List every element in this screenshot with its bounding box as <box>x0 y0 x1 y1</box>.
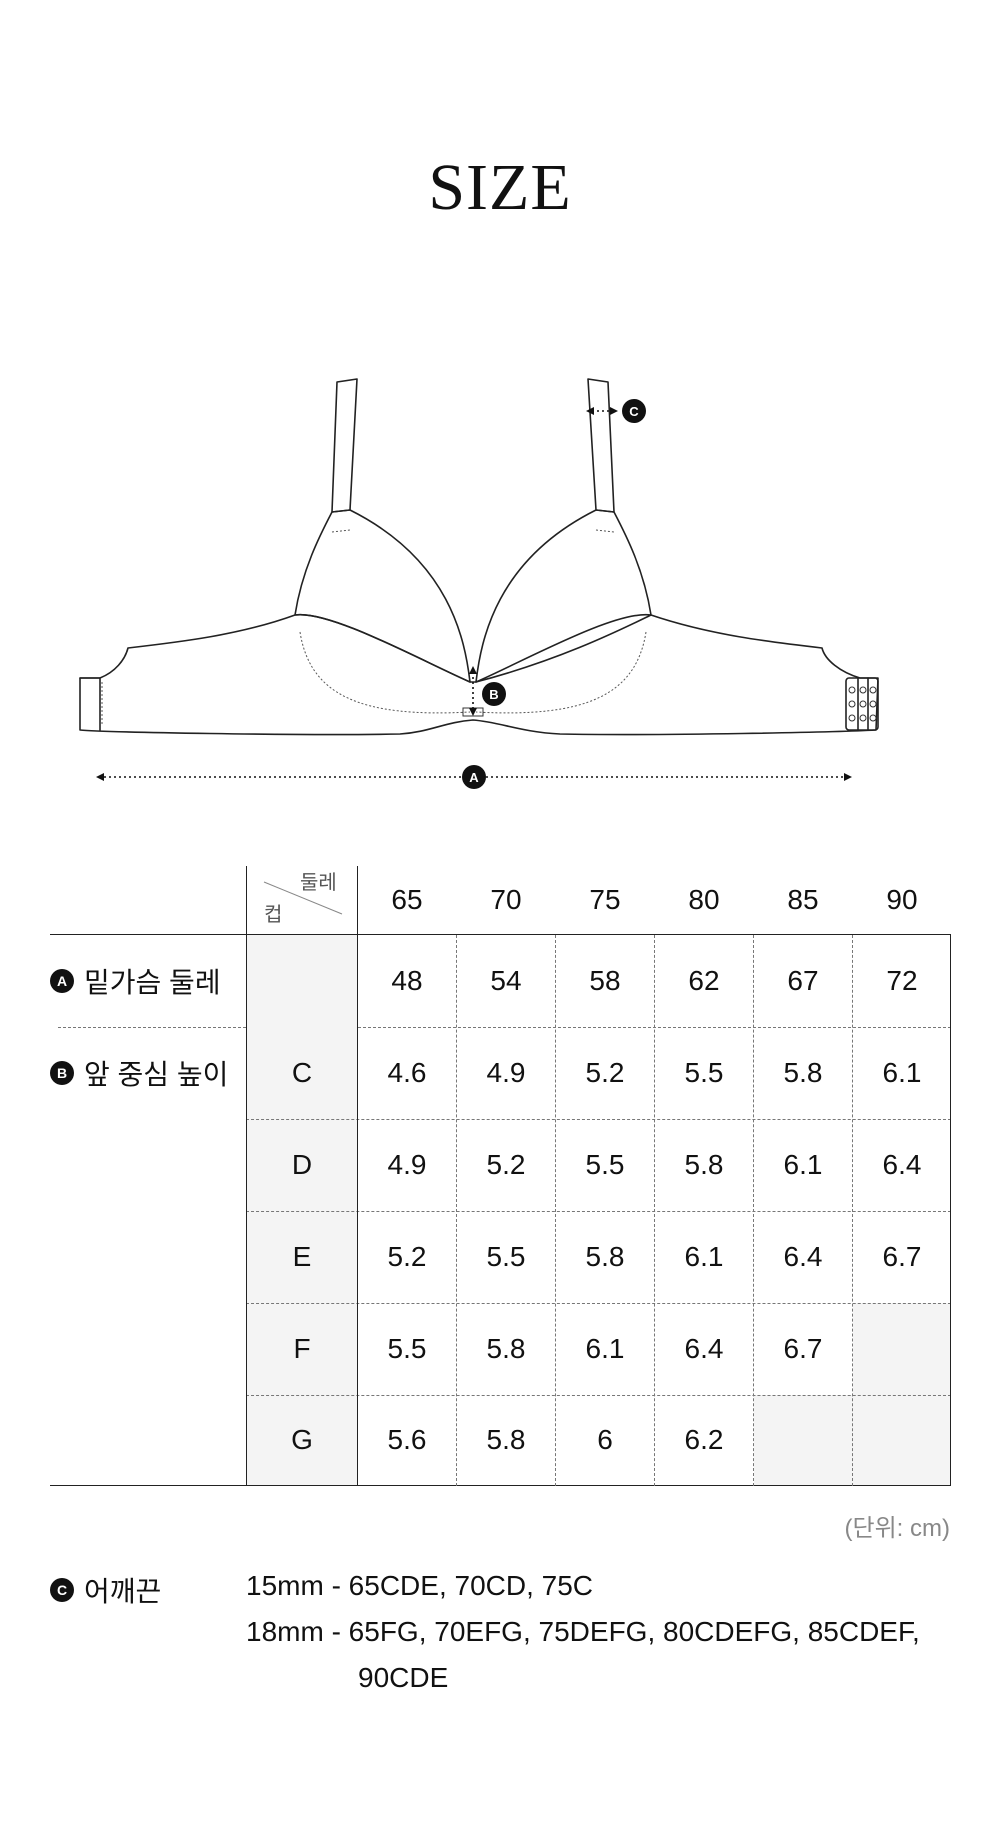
cup-label: D <box>291 1149 313 1180</box>
table-cell: 4.9 <box>387 1149 427 1180</box>
table-cell: 4.6 <box>387 1057 427 1088</box>
corner-cup-label: 컵 <box>264 904 283 926</box>
table-cell: 72 <box>886 965 918 996</box>
table-cell: 6.1 <box>585 1333 625 1364</box>
size-table: 둘레 컵 65 70 75 80 85 90 A 밑가슴 둘레 48 54 58… <box>50 866 951 1486</box>
left-strap <box>331 378 358 513</box>
table-cell: 6.7 <box>783 1333 823 1364</box>
left-cup <box>294 509 471 683</box>
table-cell: 5.8 <box>486 1424 526 1455</box>
table-cell: 6.1 <box>684 1241 724 1272</box>
table-cell: 5.8 <box>585 1241 625 1272</box>
table-cell: 5.8 <box>486 1333 526 1364</box>
badge-a <box>462 765 486 789</box>
cup-label: C <box>291 1057 313 1088</box>
corner-diagonal <box>263 881 343 915</box>
table-cell: 62 <box>688 965 720 996</box>
svg-text:A: A <box>469 770 479 785</box>
table-cell: 5.6 <box>387 1424 427 1455</box>
page-title: SIZE <box>428 151 572 224</box>
table-cell: 58 <box>589 965 621 996</box>
band-size-header: 70 <box>490 884 522 915</box>
table-cell: 6.4 <box>783 1241 823 1272</box>
table-cell: 6 <box>597 1424 613 1455</box>
table-cell: 6.1 <box>783 1149 823 1180</box>
table-cell: 6.2 <box>684 1424 724 1455</box>
table-cell: 5.5 <box>486 1241 526 1272</box>
svg-text:C: C <box>629 404 639 419</box>
bra-diagram: B C A <box>79 378 879 789</box>
strap-label: C 어깨끈 <box>50 1570 161 1610</box>
right-cup <box>475 509 652 683</box>
strap-18mm-line: 18mm - 65FG, 70EFG, 75DEFG, 80CDEFG, 85C… <box>246 1616 920 1647</box>
cup-label: F <box>293 1333 311 1364</box>
table-cell: 5.2 <box>585 1057 625 1088</box>
strap-15mm-line: 15mm - 65CDE, 70CD, 75C <box>246 1570 594 1601</box>
hook-tape <box>845 677 879 731</box>
band-size-header: 85 <box>787 884 819 915</box>
band-size-header: 80 <box>688 884 720 915</box>
band-size-header: 90 <box>886 884 918 915</box>
table-cell: 6.1 <box>882 1057 922 1088</box>
table-cell-empty <box>853 1303 951 1395</box>
table-cell-empty <box>853 1395 951 1485</box>
table-cell: 5.2 <box>486 1149 526 1180</box>
table-cell: 54 <box>490 965 522 996</box>
table-cell: 5.5 <box>585 1149 625 1180</box>
table-cell: 4.9 <box>486 1057 526 1088</box>
corner-band-label: 둘레 <box>300 872 337 894</box>
right-strap <box>587 378 615 513</box>
underbust-row-label: A 밑가슴 둘레 <box>50 935 246 1027</box>
band-size-header: 65 <box>391 884 423 915</box>
table-cell: 6.4 <box>684 1333 724 1364</box>
table-cell: 5.5 <box>387 1333 427 1364</box>
band-size-header: 75 <box>589 884 621 915</box>
cup-label: G <box>291 1424 313 1455</box>
table-cell: 67 <box>787 965 819 996</box>
table-cell: 6.7 <box>882 1241 922 1272</box>
unit-note: (단위: cm) <box>844 1515 950 1542</box>
table-cell-empty <box>754 1395 852 1485</box>
table-cell: 5.8 <box>783 1057 823 1088</box>
badge-b-icon: B <box>50 1061 74 1085</box>
strap-18mm-line-cont: 90CDE <box>358 1662 449 1693</box>
badge-c <box>622 399 646 423</box>
bra-band <box>79 613 879 736</box>
cup-label: E <box>292 1241 312 1272</box>
badge-b <box>482 682 506 706</box>
table-cell: 48 <box>391 965 423 996</box>
table-cell: 5.2 <box>387 1241 427 1272</box>
badge-a-icon: A <box>50 969 74 993</box>
badge-c-icon: C <box>50 1578 74 1602</box>
table-cell: 5.5 <box>684 1057 724 1088</box>
svg-text:B: B <box>489 687 498 702</box>
table-cell: 5.8 <box>684 1149 724 1180</box>
front-center-row-label: B 앞 중심 높이 <box>50 1027 246 1119</box>
table-cell: 6.4 <box>882 1149 922 1180</box>
